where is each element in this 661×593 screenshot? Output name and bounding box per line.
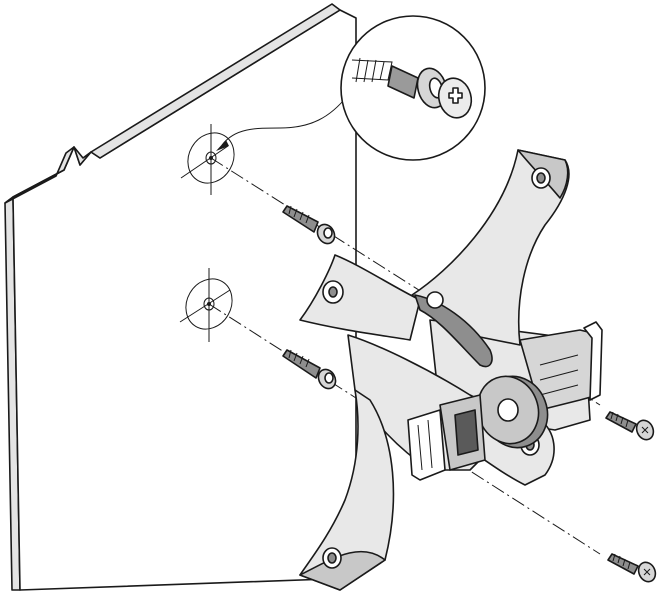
lower-hole-marker [179, 268, 233, 342]
bracket-arm-left [299, 254, 421, 341]
bracket-arm-top [411, 149, 570, 346]
lower-wall-screw [282, 349, 337, 390]
bracket-left-clip [407, 409, 446, 481]
mounting-bracket [299, 149, 603, 591]
detail-callout [340, 15, 486, 161]
bracket-arm-bottom [299, 389, 395, 591]
wall-panel [4, 3, 357, 591]
alignment-lines [208, 157, 601, 555]
callout-arrow [216, 140, 229, 151]
bracket-screw-upper [605, 411, 655, 441]
bracket-rotation-disc [476, 375, 549, 449]
upper-wall-screw [282, 205, 336, 245]
bracket-screw-lower [607, 553, 657, 583]
callout-leader-line [221, 94, 349, 146]
wall-top-edge-3 [90, 3, 341, 159]
